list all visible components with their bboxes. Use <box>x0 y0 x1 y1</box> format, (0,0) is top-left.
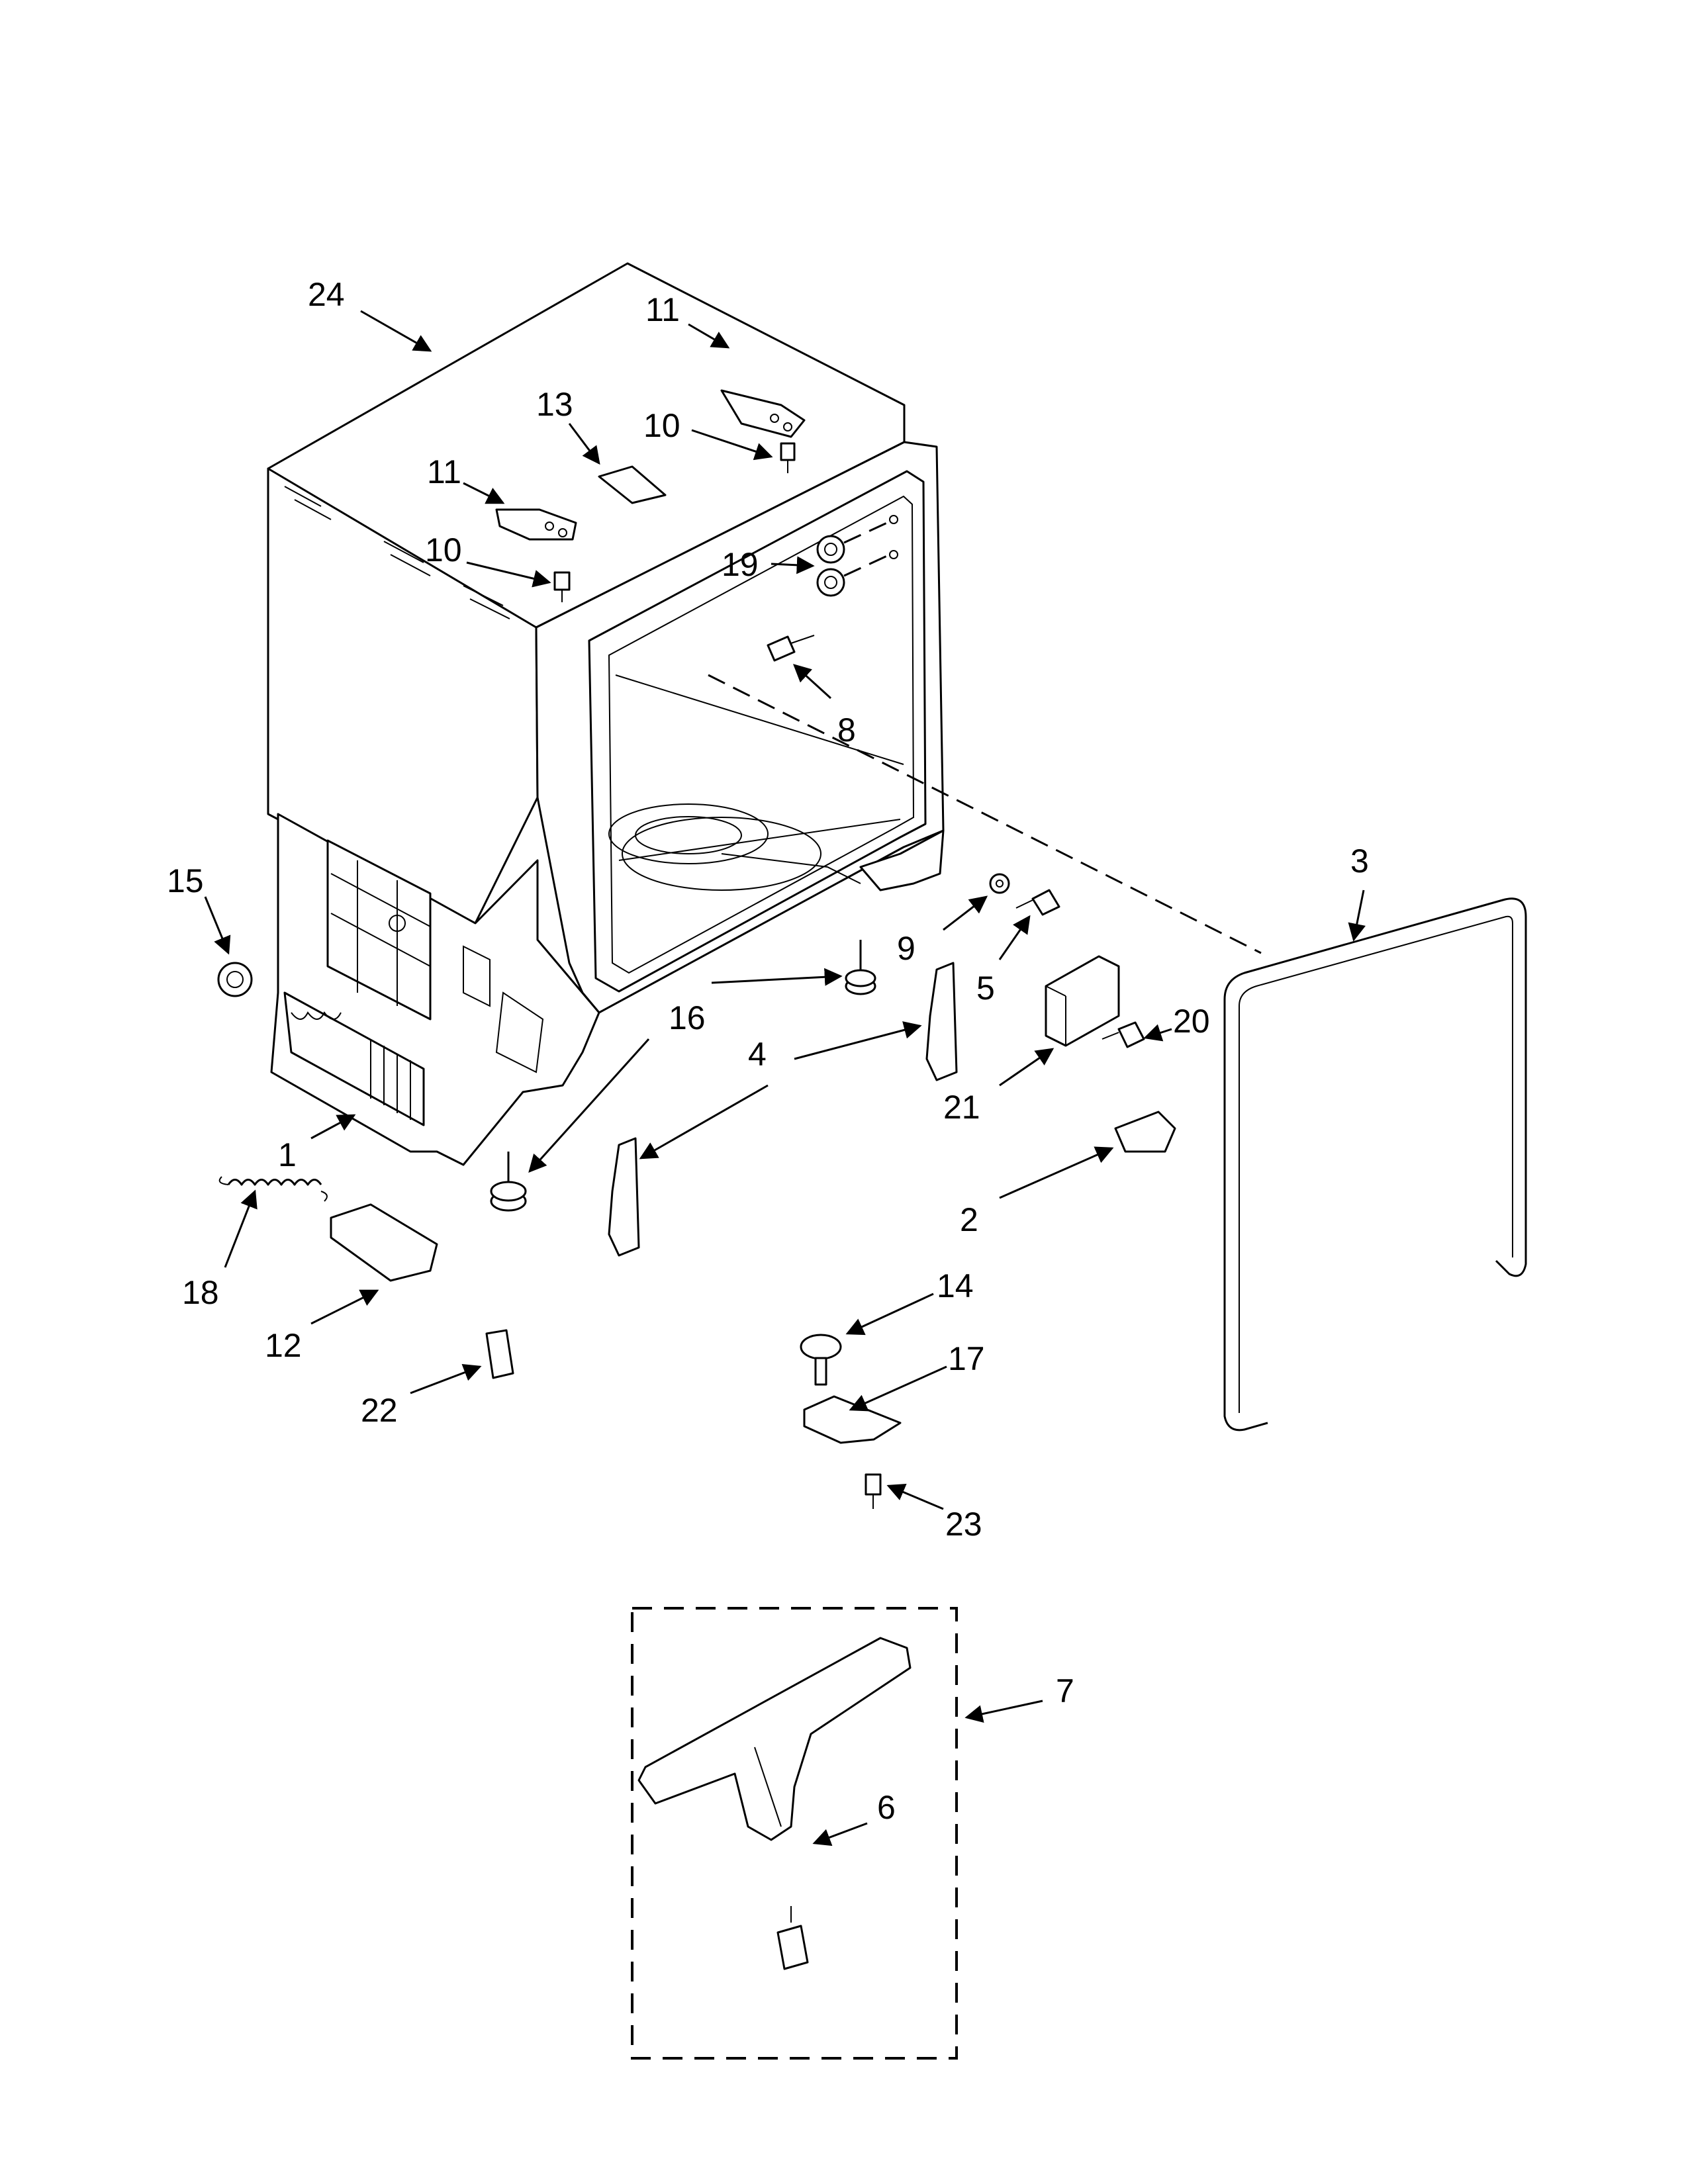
screw <box>553 571 571 602</box>
callout-5: 5 <box>976 970 995 1007</box>
callout-15: 15 <box>167 862 204 899</box>
leveling-leg <box>490 1152 527 1212</box>
spray-arm-manifold <box>637 1637 912 1841</box>
callout-2: 2 <box>960 1201 978 1238</box>
callout-11-top: 11 <box>645 291 680 328</box>
callout-17: 17 <box>948 1340 985 1377</box>
callout-24: 24 <box>308 276 345 313</box>
callout-20: 20 <box>1173 1003 1210 1040</box>
door-roller <box>816 515 898 597</box>
callout-16: 16 <box>669 999 706 1036</box>
pad <box>330 1203 438 1282</box>
callout-23: 23 <box>945 1506 982 1543</box>
clip <box>598 465 667 504</box>
callout-7: 7 <box>1056 1672 1074 1709</box>
valve <box>776 1925 809 1970</box>
kit-box <box>631 1607 958 2060</box>
callout-9: 9 <box>897 930 915 967</box>
callout-4: 4 <box>748 1036 767 1073</box>
spring <box>218 1176 328 1202</box>
callout-12: 12 <box>265 1327 302 1364</box>
screw <box>780 442 796 473</box>
grommet <box>217 962 253 997</box>
callout-10-left: 10 <box>425 531 462 569</box>
screw <box>1102 1021 1145 1048</box>
callout-3: 3 <box>1350 842 1369 880</box>
mounting-bracket <box>925 962 958 1081</box>
clip <box>485 1329 514 1379</box>
callout-10-top: 10 <box>643 407 680 444</box>
screw <box>865 1473 882 1509</box>
callout-18: 18 <box>182 1274 219 1311</box>
callout-14: 14 <box>937 1267 974 1304</box>
callout-22: 22 <box>361 1392 398 1429</box>
bracket <box>1045 955 1120 1047</box>
callout-11-left: 11 <box>427 453 461 490</box>
screw <box>1015 889 1060 916</box>
latch <box>1114 1111 1176 1153</box>
float-switch <box>800 1334 842 1386</box>
callout-1: 1 <box>278 1136 297 1173</box>
leveling-leg <box>845 940 876 995</box>
mounting-bracket <box>608 1137 640 1257</box>
callout-21: 21 <box>943 1089 980 1126</box>
callout-6: 6 <box>877 1789 896 1826</box>
callout-13: 13 <box>536 386 573 423</box>
callout-19: 19 <box>722 546 759 583</box>
callout-8: 8 <box>837 711 856 749</box>
hinge-bracket <box>495 508 577 541</box>
washer <box>989 873 1010 894</box>
screw <box>767 635 815 662</box>
door-seal <box>1223 897 1527 1432</box>
bracket <box>803 1395 902 1444</box>
